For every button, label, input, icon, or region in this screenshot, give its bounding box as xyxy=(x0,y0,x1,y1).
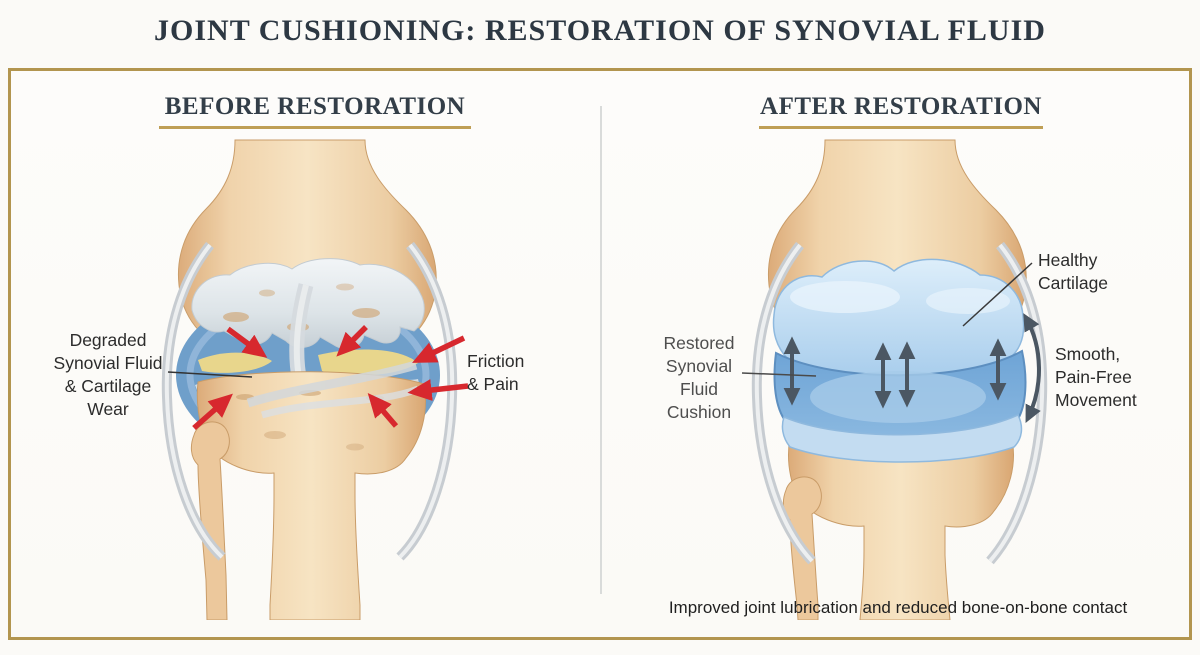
label-smooth-pain-free-movement: Smooth, Pain-Free Movement xyxy=(1055,343,1137,412)
cartilage-highlight xyxy=(790,281,900,313)
label-line: Pain-Free xyxy=(1055,367,1132,387)
label-line: Movement xyxy=(1055,390,1137,410)
gold-underline xyxy=(759,126,1043,129)
bone-speckle xyxy=(264,431,286,439)
label-line: Fluid xyxy=(680,379,718,399)
label-line: & Pain xyxy=(467,374,519,394)
label-line: Restored xyxy=(663,333,735,353)
fluid-glow xyxy=(810,371,986,423)
cartilage-erosion-spot xyxy=(336,283,354,291)
tibia-bone xyxy=(196,371,426,620)
meniscus-ligament xyxy=(261,385,420,419)
label-line: Cartilage xyxy=(1038,273,1109,293)
label-line: Synovial Fluid xyxy=(53,353,163,373)
degraded-label-pointer-line xyxy=(167,371,253,378)
label-line: Smooth, xyxy=(1055,344,1121,364)
gold-underline xyxy=(159,126,471,129)
label-line: Degraded xyxy=(69,330,147,350)
joint-capsule-band-highlight xyxy=(164,243,224,559)
cartilage-erosion-spot xyxy=(259,289,275,297)
after-panel-heading: AFTER RESTORATION xyxy=(736,93,1066,129)
content-frame: BEFORE RESTORATION AFTER RESTORATION xyxy=(8,68,1192,640)
bone-speckle xyxy=(346,443,364,451)
joint-capsule-band-highlight xyxy=(754,243,814,563)
label-healthy-cartilage: Healthy Cartilage xyxy=(1038,249,1108,295)
friction-arrow-icon xyxy=(407,379,469,401)
label-line: Synovial xyxy=(665,356,733,376)
wear-arrow-icon xyxy=(226,326,268,358)
cartilage-highlight xyxy=(926,288,1010,314)
fibula-bone xyxy=(190,421,230,620)
before-knee-illustration xyxy=(161,139,469,620)
label-line: & Cartilage xyxy=(64,376,152,396)
label-degraded-synovial-fluid: Degraded Synovial Fluid & Cartilage Wear xyxy=(22,329,194,421)
after-heading-text: AFTER RESTORATION xyxy=(760,93,1042,120)
healthy-cartilage-lower xyxy=(781,414,1023,463)
meniscus-ligament xyxy=(246,360,418,408)
joint-capsule-band-highlight xyxy=(398,243,455,559)
wear-arrow-icon xyxy=(336,325,368,357)
restored-label-pointer-line xyxy=(741,372,817,377)
cartilage-erosion-spot xyxy=(223,312,249,322)
panel-divider xyxy=(600,106,602,594)
wear-arrow-icon xyxy=(192,393,233,431)
healthy-cartilage-pointer-line xyxy=(962,262,1033,327)
after-benefit-caption: Improved joint lubrication and reduced b… xyxy=(668,598,1128,617)
label-line: Healthy xyxy=(1038,250,1098,270)
wear-arrow-icon xyxy=(367,392,399,428)
label-line: Friction xyxy=(467,351,525,371)
joint-capsule-band-highlight xyxy=(988,243,1045,563)
before-panel-heading: BEFORE RESTORATION xyxy=(150,93,480,129)
label-line: Wear xyxy=(87,399,129,419)
page-title: JOINT CUSHIONING: RESTORATION OF SYNOVIA… xyxy=(154,14,1046,47)
cartilage-erosion-spot xyxy=(352,308,380,318)
label-restored-synovial-fluid-cushion: Restored Synovial Fluid Cushion xyxy=(629,332,769,424)
friction-arrow-icon xyxy=(412,335,466,363)
healthy-cartilage xyxy=(772,258,1025,380)
after-knee-illustration xyxy=(741,139,1048,620)
label-friction-pain: Friction & Pain xyxy=(467,350,524,396)
movement-arc-arrow-icon xyxy=(1023,313,1041,424)
before-heading-text: BEFORE RESTORATION xyxy=(164,93,466,120)
label-line: Cushion xyxy=(666,402,732,422)
